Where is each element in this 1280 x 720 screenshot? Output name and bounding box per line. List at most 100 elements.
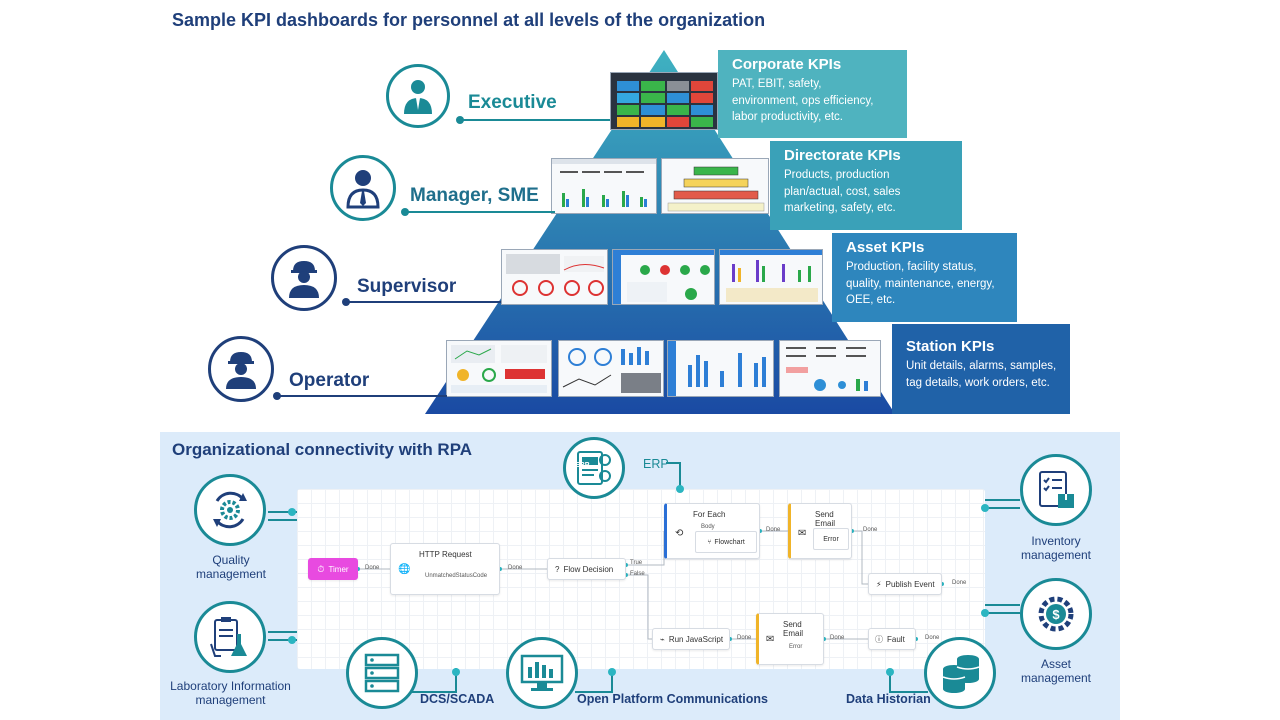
for-each-node[interactable]: For Each ⟲ Body ⑂ Flowchart	[664, 503, 760, 559]
server-rack-icon	[364, 653, 400, 693]
supervisor-connector	[342, 298, 501, 306]
dcs-label: DCS/SCADA	[420, 692, 495, 706]
lims-label-line: Laboratory Information	[170, 679, 291, 693]
role-label-operator: Operator	[289, 370, 370, 391]
port-label: Done	[365, 565, 380, 571]
kpi-box-corporate: Corporate KPIs PAT, EBIT, safety, enviro…	[718, 50, 907, 138]
kpi-box-directorate: Directorate KPIs Products, production pl…	[770, 141, 962, 230]
send-email-node-1[interactable]: Send Email ✉ Error	[788, 503, 852, 559]
quality-circle	[194, 474, 266, 546]
globe-icon: 🌐	[398, 564, 411, 575]
quality-label-line: management	[195, 567, 267, 581]
dashboard-thumb-manager-2	[661, 158, 769, 214]
http-request-label: HTTP Request	[419, 550, 472, 559]
alert-icon: ⓘ	[875, 634, 883, 644]
publish-event-node[interactable]: ⚡ Publish Event	[868, 573, 942, 595]
kpi-line: PAT, EBIT, safety,	[732, 78, 822, 90]
error-subnode[interactable]: Error	[813, 528, 849, 550]
body-label: Body	[701, 524, 715, 530]
erp-circle	[563, 437, 625, 499]
port-label: Done	[863, 527, 878, 533]
erp-icon	[577, 451, 611, 485]
timer-icon: ⏱	[317, 563, 325, 574]
executive-icon	[404, 80, 432, 114]
dashboard-thumb-supervisor-3	[719, 249, 823, 305]
kpi-line: OEE, etc.	[846, 294, 896, 306]
kpi-line: environment, ops efficiency,	[732, 94, 874, 107]
operator-icon	[226, 352, 256, 389]
kpi-line: labor productivity, etc.	[732, 111, 844, 123]
timer-node[interactable]: ⏱ Timer	[308, 558, 358, 580]
opc-label: Open Platform Communications	[577, 692, 768, 706]
fault-label: Fault	[887, 634, 905, 644]
asset-label-line: Asset	[1040, 657, 1071, 671]
http-status-label: UnmatchedStatusCode	[425, 573, 488, 579]
dashboard-thumb-corporate	[610, 72, 718, 130]
code-icon: ⌁	[660, 634, 665, 644]
asset-circle: $	[1020, 578, 1092, 650]
http-request-node[interactable]: HTTP Request 🌐 UnmatchedStatusCode	[390, 543, 500, 595]
role-label-manager: Manager, SME	[410, 185, 539, 206]
kpi-line: plan/actual, cost, sales	[784, 185, 901, 198]
port-label-false: False	[630, 571, 645, 577]
kpi-line: Unit details, alarms, samples,	[906, 360, 1057, 372]
mail-icon: ✉	[798, 528, 807, 539]
kpi-box-asset: Asset KPIs Production, facility status, …	[832, 233, 1017, 322]
dashboard-thumb-operator-1	[446, 340, 552, 397]
inventory-circle	[1020, 454, 1092, 526]
send-email-label: Send Email	[783, 620, 804, 638]
operator-avatar	[208, 336, 274, 402]
kpi-box-station: Station KPIs Unit details, alarms, sampl…	[892, 324, 1070, 414]
error-label: Error	[789, 644, 803, 650]
loop-icon: ⟲	[675, 528, 684, 539]
pyramid-shape	[425, 50, 895, 414]
kpi-title-asset: Asset KPIs	[846, 239, 925, 256]
kpi-line: Products, production	[784, 169, 890, 181]
opc-circle	[506, 637, 578, 709]
flowchart-label: Flowchart	[714, 538, 745, 546]
manager-connector	[401, 208, 555, 216]
port-label: Done	[508, 565, 523, 571]
flowchart-subnode[interactable]: ⑂ Flowchart	[695, 531, 757, 553]
publish-event-label: Publish Event	[885, 579, 935, 589]
fault-node[interactable]: ⓘ Fault	[868, 628, 916, 650]
historian-circle	[924, 637, 996, 709]
role-label-executive: Executive	[468, 92, 557, 113]
kpi-title-directorate: Directorate KPIs	[784, 147, 901, 164]
money-gear-icon: $	[1038, 596, 1074, 632]
role-label-supervisor: Supervisor	[357, 276, 457, 297]
kpi-line: quality, maintenance, energy,	[846, 277, 995, 290]
for-each-label: For Each	[693, 510, 726, 519]
erp-badge-text: ERP	[575, 462, 590, 469]
monitor-chart-icon	[520, 654, 564, 691]
svg-text:$: $	[1052, 607, 1060, 622]
dashboard-thumb-operator-4	[779, 340, 881, 397]
send-email-node-2[interactable]: Send Email ✉ Error	[756, 613, 824, 665]
port-label: Done	[925, 635, 940, 641]
quality-label-line: Quality	[212, 553, 250, 567]
send-email-label: Send Email	[815, 510, 836, 528]
port-label: Done	[952, 580, 967, 586]
supervisor-avatar	[271, 245, 337, 311]
port-label: Done	[737, 635, 752, 641]
dcs-circle	[346, 637, 418, 709]
kpi-pyramid	[425, 50, 895, 414]
quality-label: Quality management	[186, 553, 276, 581]
manager-icon	[346, 170, 380, 209]
lims-circle	[194, 601, 266, 673]
dashboard-thumb-supervisor-2	[612, 249, 715, 305]
dashboard-thumb-manager-1	[551, 158, 657, 214]
page-title: Sample KPI dashboards for personnel at a…	[172, 10, 766, 30]
port-label: Done	[830, 635, 845, 641]
kpi-line: Production, facility status,	[846, 261, 977, 273]
mail-icon: ✉	[766, 634, 775, 645]
dashboard-thumb-supervisor-1	[501, 249, 608, 305]
inventory-label-line: management	[1020, 548, 1092, 562]
port-label: Done	[766, 527, 781, 533]
run-javascript-node[interactable]: ⌁ Run JavaScript	[652, 628, 730, 650]
kpi-line: marketing, safety, etc.	[784, 202, 896, 214]
help-circle-icon: ?	[555, 564, 560, 574]
flow-decision-node[interactable]: ? Flow Decision	[547, 558, 626, 580]
inventory-label: Inventory management	[1010, 534, 1102, 562]
